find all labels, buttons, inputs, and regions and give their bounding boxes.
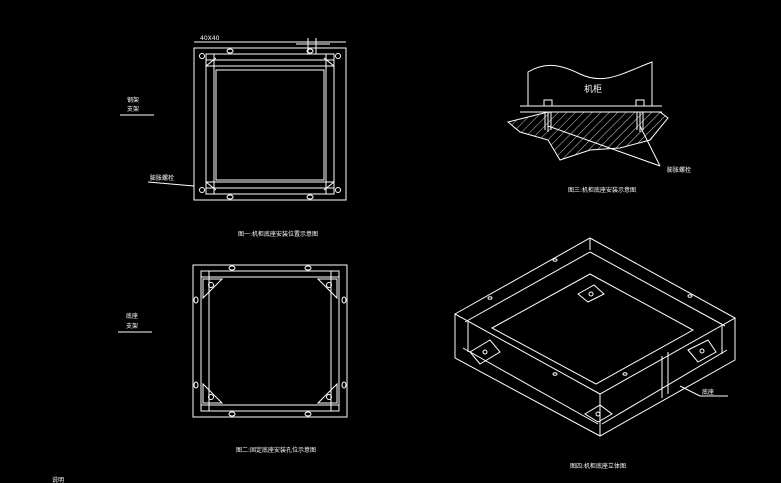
fig1-hole-tl <box>199 53 205 59</box>
fig2-caption: 图二:固定底座安装孔位示意图 <box>236 446 316 454</box>
figure-2-hole-layout <box>118 264 348 418</box>
fig3-leader-1 <box>547 125 661 167</box>
fig1-left-label-1: 钢架 <box>127 96 139 104</box>
figure-3-section-view <box>506 61 669 167</box>
fig3-cabinet-body <box>527 61 653 106</box>
fig4-pointer-label: 底座 <box>702 388 714 396</box>
fig3-caption: 图三:机柜底座安装示意图 <box>568 186 636 194</box>
fig3-bolt-right <box>635 99 645 132</box>
fig2-gusset-tr <box>316 278 338 300</box>
fig3-cabinet-label: 机柜 <box>584 83 602 95</box>
fig2-gusset-tl <box>202 278 224 300</box>
fig1-inner-frame <box>205 53 335 195</box>
fig1-outer-frame <box>193 47 347 201</box>
fig3-leader-2 <box>639 125 661 167</box>
corner-note: 说明 <box>52 476 64 483</box>
fig1-side-label: 膨胀螺栓 <box>150 174 174 182</box>
fig2-left-label-2: 支架 <box>126 322 138 330</box>
fig1-hole-bl <box>199 187 205 193</box>
fig4-leader <box>679 385 701 397</box>
figure-1-plan-view <box>120 38 347 201</box>
fig4-caption: 图四:机柜底座立体图 <box>570 462 626 470</box>
fig2-outer-frame <box>192 264 348 418</box>
fig1-top-dim-label: 40X40 <box>200 35 220 42</box>
figure-4-isometric-view <box>453 237 737 437</box>
fig1-left-label-2: 支架 <box>127 105 139 113</box>
fig2-gusset-bl <box>202 382 224 404</box>
fig1-hole-tr <box>335 53 341 59</box>
fig1-side-leader <box>147 181 195 187</box>
fig2-left-label-1: 底座 <box>126 312 138 320</box>
fig1-center-opening <box>215 69 325 181</box>
fig2-gusset-br <box>316 382 338 404</box>
fig3-bolt-label: 膨胀螺栓 <box>667 166 691 174</box>
fig4-top-inner <box>490 273 695 385</box>
fig3-bolt-left <box>543 99 553 132</box>
fig1-caption: 图一:机柜底座安装位置示意图 <box>238 230 318 238</box>
fig1-hole-br <box>335 187 341 193</box>
